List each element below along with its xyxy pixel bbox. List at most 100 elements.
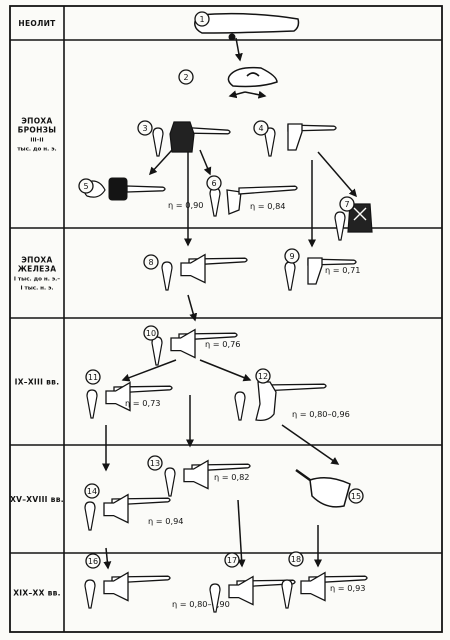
tool-11 xyxy=(86,381,173,419)
tool-profile-view xyxy=(164,467,176,497)
tool-number: 9 xyxy=(289,252,294,261)
adze-icon xyxy=(307,257,323,285)
tool-1 xyxy=(194,12,300,41)
tool-number-badge xyxy=(339,196,355,212)
tool-10 xyxy=(151,328,238,366)
efficiency-label: η = 0,84 xyxy=(250,201,286,211)
axe-blade xyxy=(103,493,129,524)
tool-7 xyxy=(334,203,373,241)
era-label-iron: I тыс. н. э. xyxy=(20,286,53,292)
tool-number-badge xyxy=(348,488,364,504)
stone-tool-icon xyxy=(194,12,300,34)
tool-handle xyxy=(238,185,298,195)
arrow-10-to-12 xyxy=(199,359,252,382)
tool-number-badge xyxy=(194,11,210,27)
axe-blade xyxy=(170,328,196,359)
hole-icon xyxy=(228,33,236,41)
tool-number-badge xyxy=(84,483,100,499)
tool-number: 12 xyxy=(258,372,268,381)
era-label-c9_13: IX–XIII вв. xyxy=(15,378,60,387)
tool-profile-view xyxy=(86,389,98,419)
tool-2 xyxy=(227,66,278,88)
adze-icon xyxy=(287,123,303,151)
efficiency-label: η = 0,76 xyxy=(205,339,241,349)
tool-number: 8 xyxy=(148,258,153,267)
tool-profile-view xyxy=(209,187,221,217)
diagram-frame xyxy=(9,5,443,633)
era-label-iron: I тыс. до н. э.– xyxy=(14,277,60,283)
tool-number-badge xyxy=(85,553,101,569)
tool-profile-view xyxy=(209,583,221,613)
socketed-head-icon xyxy=(227,66,278,88)
arrow-14-to-16 xyxy=(103,547,112,570)
celt-icon xyxy=(347,203,373,233)
tool-profile-view xyxy=(334,211,346,241)
tool-17 xyxy=(209,575,296,613)
tool-number: 17 xyxy=(227,556,237,565)
tool-18 xyxy=(281,571,368,609)
tool-number: 10 xyxy=(146,329,156,338)
tool-number: 14 xyxy=(87,487,97,496)
efficiency-label: η = 0,90 xyxy=(168,200,204,210)
broad-axe-icon xyxy=(309,477,351,508)
tool-number-badge xyxy=(143,325,159,341)
arrow-2-to-4 xyxy=(244,90,267,99)
tool-number-badge xyxy=(143,254,159,270)
era-label-c15_18: XV–XVIII вв. xyxy=(10,495,64,504)
axe-blade xyxy=(228,575,254,606)
efficiency-label: η = 0,73 xyxy=(125,398,161,408)
tool-number-badge xyxy=(284,248,300,264)
bearded-axe-icon xyxy=(255,381,277,422)
arrow-13-to-17 xyxy=(237,499,246,568)
axe-blade xyxy=(300,571,326,602)
tool-number-badge xyxy=(147,455,163,471)
tool-number: 11 xyxy=(88,373,98,382)
efficiency-label: η = 0,80–0,90 xyxy=(172,599,230,609)
tool-number: 18 xyxy=(291,555,301,564)
tool-number-badge xyxy=(78,178,94,194)
pick-head-icon xyxy=(226,189,242,215)
axe-blade xyxy=(180,253,206,284)
tool-number-badge xyxy=(178,69,194,85)
tool-profile-view xyxy=(151,336,163,366)
tool-number: 1 xyxy=(199,15,204,24)
tool-number: 16 xyxy=(88,557,98,566)
tool-number: 3 xyxy=(142,124,147,133)
tool-profile-view xyxy=(152,127,164,157)
tool-profile-view xyxy=(161,261,173,291)
celt-pattern xyxy=(353,207,367,221)
bronze-axe-icon xyxy=(169,121,195,153)
era-label-bronze: ЭПОХА xyxy=(21,117,52,126)
tool-handle xyxy=(261,383,327,392)
efficiency-label: η = 0,82 xyxy=(214,472,250,482)
arrow-1-to-2 xyxy=(234,37,243,62)
tool-profile-view xyxy=(281,579,293,609)
efficiency-label: η = 0,80–0,96 xyxy=(292,409,350,419)
tool-number-badge xyxy=(255,368,271,384)
tool-number: 15 xyxy=(351,492,361,501)
tool-number: 2 xyxy=(183,73,188,82)
tool-number: 13 xyxy=(150,459,160,468)
arrow-3-to-5 xyxy=(148,149,173,176)
tool-14 xyxy=(84,493,171,531)
tool-5 xyxy=(83,177,166,201)
era-label-bronze: БРОНЗЫ xyxy=(18,126,57,135)
era-label-iron: ЭПОХА xyxy=(21,256,52,265)
era-label-c19_20: XIX–XX вв. xyxy=(13,589,61,598)
arrow-2-to-3 xyxy=(228,90,246,99)
era-label-neolithic: НЕОЛИТ xyxy=(18,19,56,28)
tool-number: 6 xyxy=(211,179,216,188)
arrow-4-to-7 xyxy=(317,151,357,198)
arrow-3-to-6 xyxy=(199,149,212,176)
efficiency-label: η = 0,94 xyxy=(148,516,184,526)
tool-16 xyxy=(84,571,171,609)
tool-number: 5 xyxy=(83,182,88,191)
tool-handle xyxy=(126,185,166,193)
axe-blade xyxy=(103,571,129,602)
tool-number-badge xyxy=(206,175,222,191)
arrow-8-to-10 xyxy=(187,294,198,322)
tool-profile-view xyxy=(84,579,96,609)
tool-15 xyxy=(295,469,351,508)
tool-profile-view xyxy=(234,391,246,421)
era-label-bronze: тыс. до н. э. xyxy=(17,147,56,153)
